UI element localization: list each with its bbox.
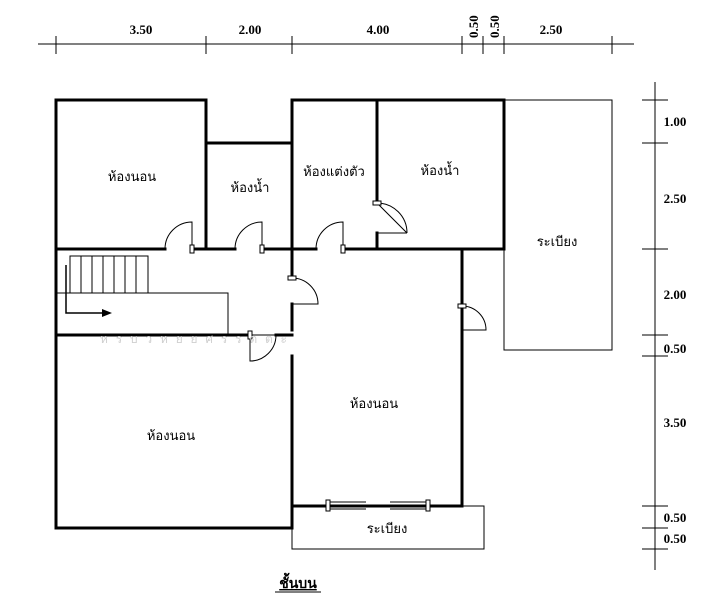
dim-top-2: 2.00 <box>239 22 262 37</box>
label-balcony-bottom: ระเบียง <box>367 521 408 537</box>
dim-right-2: 2.50 <box>664 191 687 206</box>
label-bedroom-center: ห้องนอน <box>350 397 398 412</box>
label-bathroom-1: ห้องน้ำ <box>231 178 270 196</box>
dim-top-5: 0.50 <box>487 15 502 38</box>
top-dimension-line <box>38 36 634 54</box>
balcony-right-outline <box>503 99 613 351</box>
dim-right-5: 3.50 <box>664 415 687 430</box>
dim-top-6: 2.50 <box>540 22 563 37</box>
dim-right-4: 0.50 <box>664 341 687 356</box>
label-bedroom-bottom-left: ห้องนอน <box>147 429 195 444</box>
label-bathroom-2: ห้องน้ำ <box>421 161 460 179</box>
right-dimension-line <box>642 82 668 570</box>
dim-right-3: 2.00 <box>664 287 687 302</box>
label-bedroom-top-left: ห้องนอน <box>108 170 156 185</box>
walls <box>54 98 506 530</box>
doors <box>164 202 487 362</box>
dim-top-1: 3.50 <box>130 22 153 37</box>
label-balcony-right: ระเบียง <box>537 234 578 250</box>
staircase <box>56 255 229 335</box>
sliding-doors <box>325 499 431 512</box>
dim-right-7: 0.50 <box>664 531 687 546</box>
dim-top-4: 0.50 <box>466 15 481 38</box>
floor-title: ชั้นบน <box>279 572 317 592</box>
dim-top-3: 4.00 <box>367 22 390 37</box>
dim-right-1: 1.00 <box>664 114 687 129</box>
door-hinges <box>189 200 467 340</box>
watermark: ห ร บ ว ห ย ย ศ ร ร ต ต ะ <box>100 332 289 346</box>
label-dressing-room: ห้องแต่งตัว <box>303 165 365 180</box>
dim-right-6: 0.50 <box>664 510 687 525</box>
